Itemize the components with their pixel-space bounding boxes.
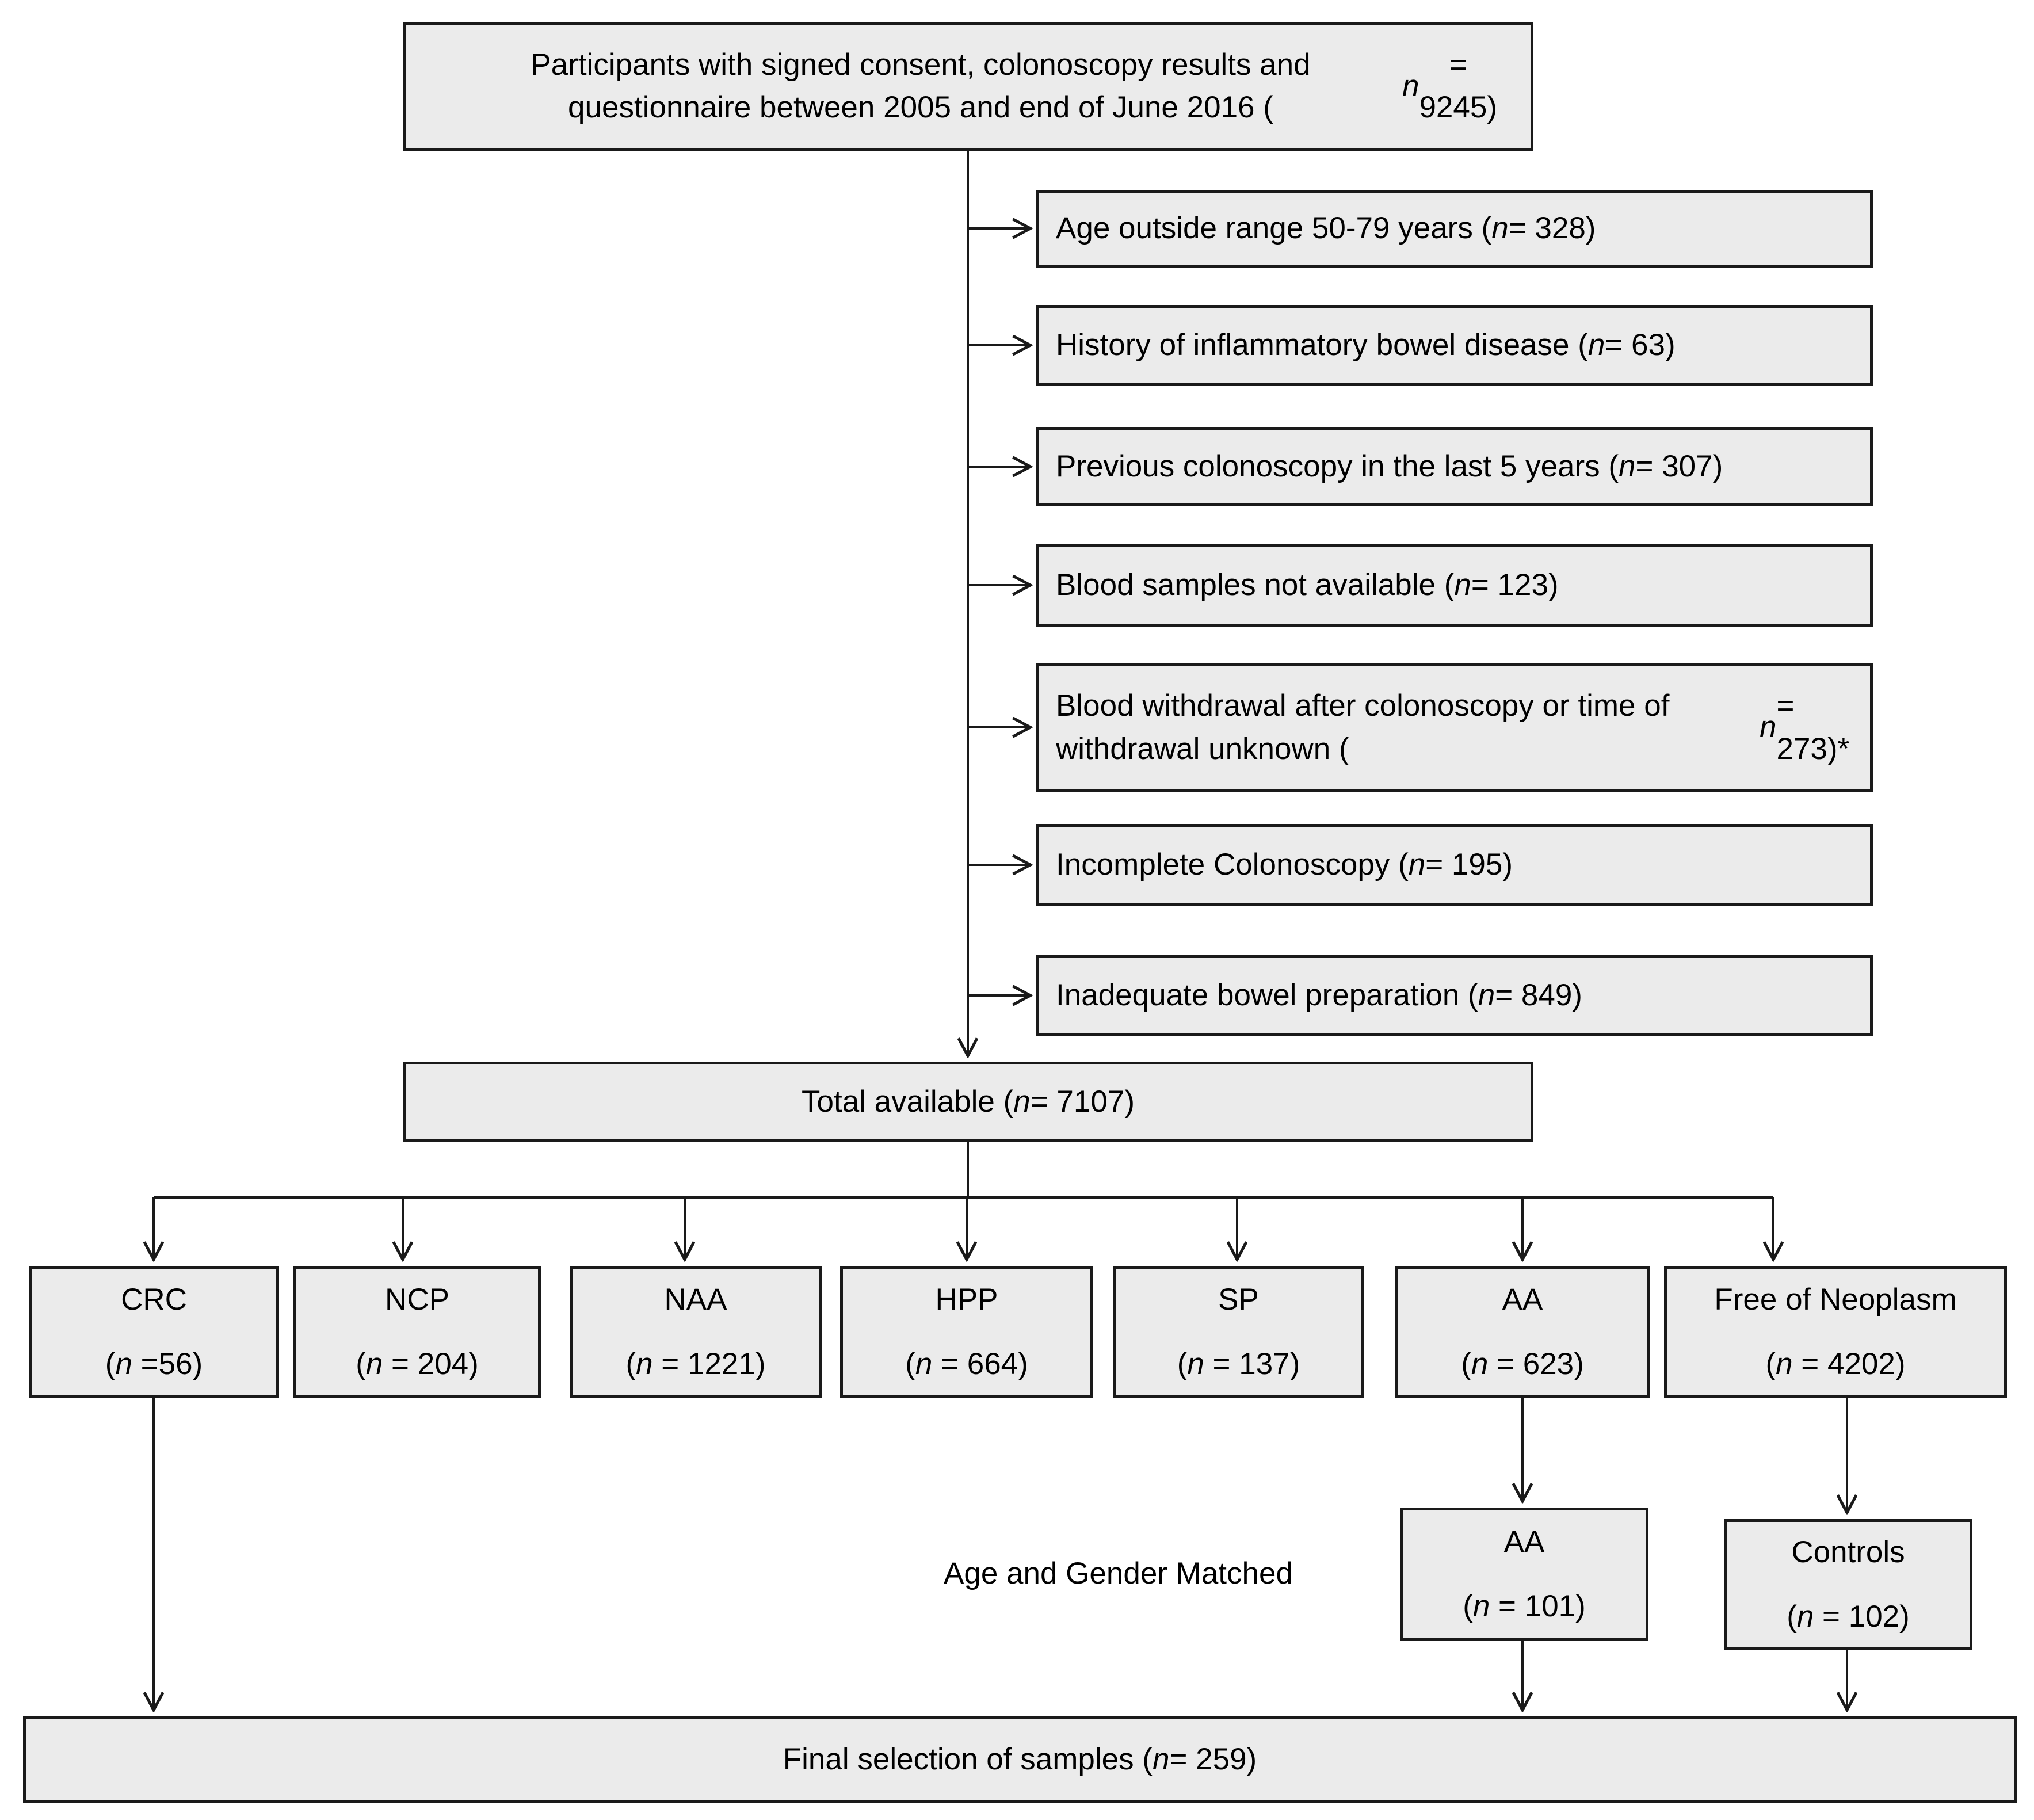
category-label: NCP bbox=[385, 1282, 449, 1317]
final-selection-box: Final selection of samples (n = 259) bbox=[23, 1716, 2017, 1803]
participants-box: Participants with signed consent, colono… bbox=[403, 22, 1533, 151]
matched-box-label: Controls bbox=[1791, 1535, 1905, 1569]
category-box-crc: CRC (n =56) bbox=[29, 1266, 279, 1398]
category-label: Free of Neoplasm bbox=[1714, 1282, 1957, 1317]
category-box-hpp: HPP (n = 664) bbox=[840, 1266, 1093, 1398]
category-label: HPP bbox=[935, 1282, 998, 1317]
category-count: (n = 664) bbox=[905, 1347, 1028, 1381]
exclusion-box-incomplete-colonoscopy: Incomplete Colonoscopy (n = 195) bbox=[1036, 824, 1873, 906]
category-count: (n = 204) bbox=[356, 1347, 479, 1381]
category-count: (n = 137) bbox=[1177, 1347, 1300, 1381]
exclusion-box-blood-withdrawal: Blood withdrawal after colonoscopy or ti… bbox=[1036, 663, 1873, 792]
matched-box-aa: AA (n = 101) bbox=[1400, 1508, 1648, 1641]
category-box-sp: SP (n = 137) bbox=[1113, 1266, 1364, 1398]
matched-box-label: AA bbox=[1503, 1524, 1545, 1559]
category-count: (n = 4202) bbox=[1765, 1347, 1906, 1381]
category-label: SP bbox=[1218, 1282, 1259, 1317]
matched-box-count: (n = 101) bbox=[1463, 1589, 1586, 1623]
category-box-naa: NAA (n = 1221) bbox=[570, 1266, 822, 1398]
category-count: (n = 1221) bbox=[625, 1347, 766, 1381]
exclusion-box-previous-colonoscopy: Previous colonoscopy in the last 5 years… bbox=[1036, 427, 1873, 506]
exclusion-box-age-range: Age outside range 50-79 years (n = 328) bbox=[1036, 190, 1873, 268]
category-count: (n = 623) bbox=[1461, 1347, 1584, 1381]
category-label: CRC bbox=[121, 1282, 187, 1317]
matched-box-controls: Controls (n = 102) bbox=[1724, 1519, 1972, 1650]
exclusion-box-ibd-history: History of inflammatory bowel disease (n… bbox=[1036, 305, 1873, 386]
category-box-aa: AA (n = 623) bbox=[1395, 1266, 1650, 1398]
category-box-free-of-neoplasm: Free of Neoplasm (n = 4202) bbox=[1664, 1266, 2007, 1398]
matched-box-count: (n = 102) bbox=[1787, 1600, 1910, 1634]
total-available-box: Total available (n = 7107) bbox=[403, 1062, 1533, 1142]
exclusion-box-blood-unavailable: Blood samples not available (n = 123) bbox=[1036, 544, 1873, 627]
category-label: AA bbox=[1502, 1282, 1543, 1317]
category-box-ncp: NCP (n = 204) bbox=[293, 1266, 541, 1398]
exclusion-box-bowel-preparation: Inadequate bowel preparation (n = 849) bbox=[1036, 955, 1873, 1036]
matched-label: Age and Gender Matched bbox=[944, 1556, 1293, 1590]
category-count: (n =56) bbox=[105, 1347, 203, 1381]
category-label: NAA bbox=[664, 1282, 727, 1317]
